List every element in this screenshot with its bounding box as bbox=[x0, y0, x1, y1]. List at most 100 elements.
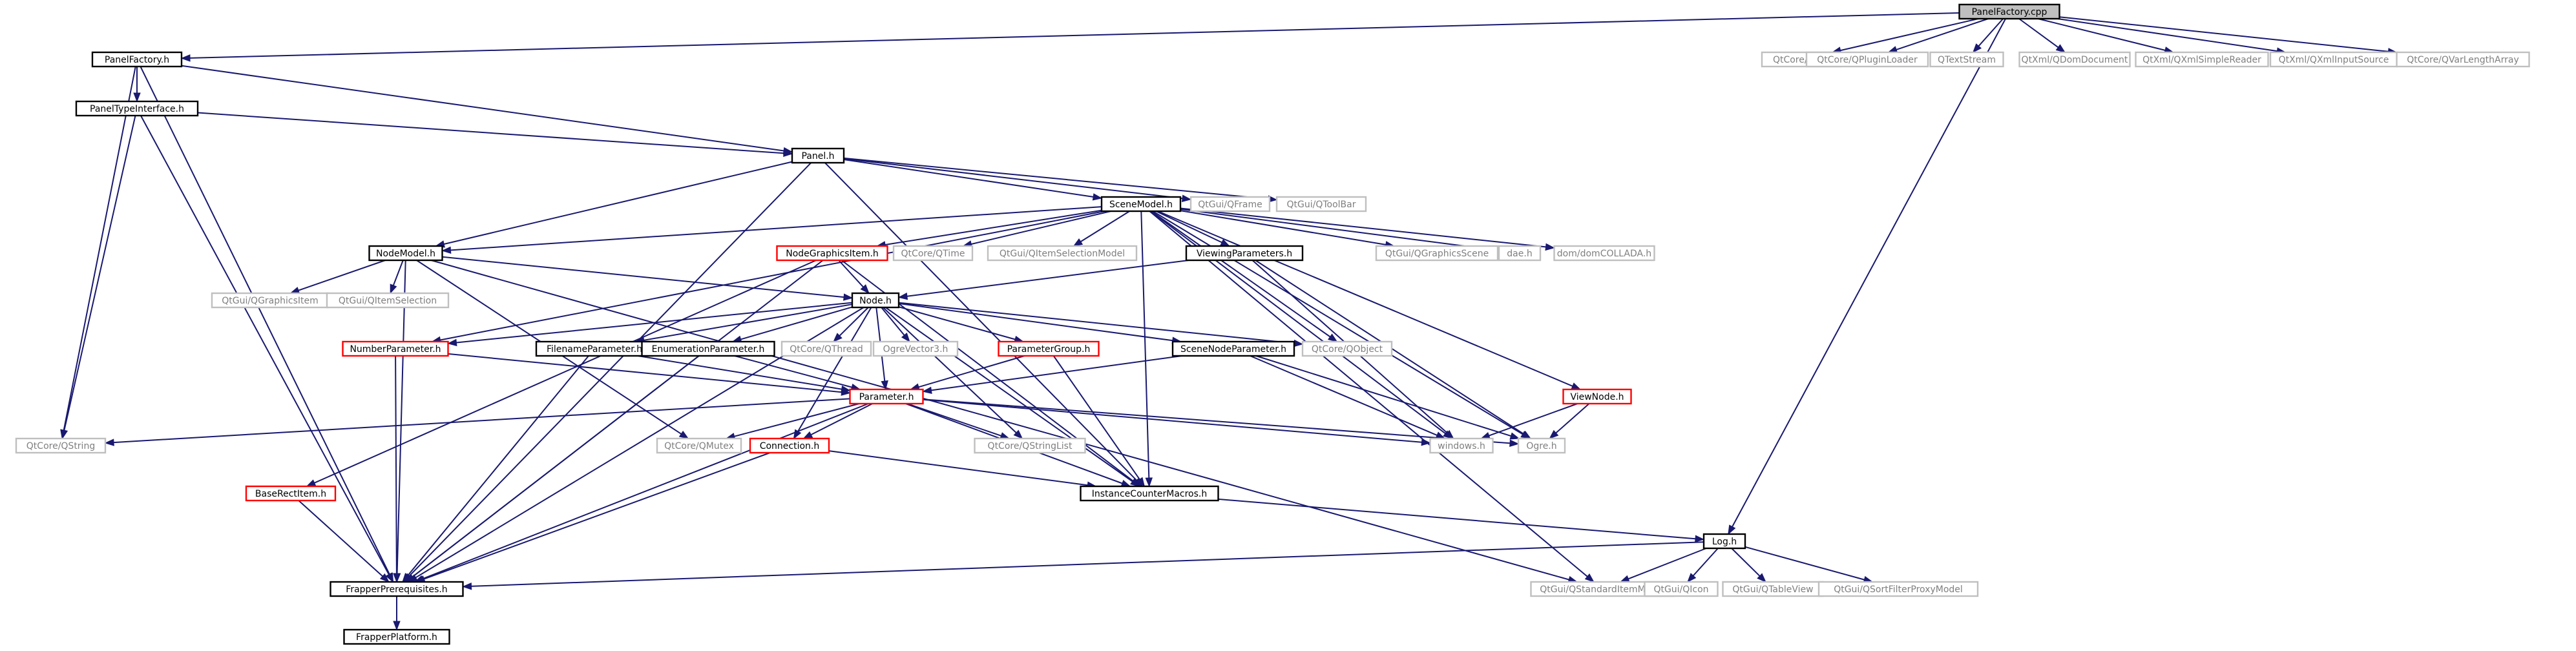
edge-line bbox=[843, 158, 1183, 200]
edge-arrowhead bbox=[1571, 382, 1582, 390]
node-numberparameter-h[interactable]: NumberParameter.h bbox=[342, 340, 449, 357]
edge-line bbox=[918, 355, 1025, 388]
edge-line bbox=[189, 12, 1960, 59]
node-scenenodeparameter-h[interactable]: SceneNodeParameter.h bbox=[1171, 340, 1295, 357]
node-filenameparameter-h[interactable]: FilenameParameter.h bbox=[535, 340, 654, 357]
node-nodegraphicsitem-h[interactable]: NodeGraphicsItem.h bbox=[776, 245, 888, 262]
node-label: Node.h bbox=[859, 296, 892, 306]
edge-arrowhead bbox=[393, 621, 401, 631]
node-ogrevector3-h: OgreVector3.h bbox=[872, 340, 959, 357]
edge-line bbox=[2018, 18, 2059, 48]
edge-line bbox=[644, 304, 853, 341]
node-paneltypeinterface-h[interactable]: PanelTypeInterface.h bbox=[75, 100, 199, 117]
node-label: QtGui/QStandardItemModel bbox=[1540, 584, 1664, 595]
edge-line bbox=[898, 302, 1295, 344]
node-dom-domcollada-h: dom/domCOLLADA.h bbox=[1553, 245, 1655, 262]
node-panelfactory-h[interactable]: PanelFactory.h bbox=[91, 51, 183, 68]
edge-parameter-h-to-frapperprerequisites-h bbox=[414, 403, 869, 583]
node-qtgui-qgraphicsitem: QtGui/QGraphicsItem bbox=[211, 292, 330, 309]
edge-connection-h-to-instancecountermacros-h bbox=[828, 450, 1097, 489]
node-box bbox=[368, 245, 443, 262]
node-parameter-h[interactable]: Parameter.h bbox=[849, 388, 924, 405]
edge-line bbox=[2057, 18, 2278, 52]
edge-panelfactory-cpp-to-log-h bbox=[1728, 18, 2006, 535]
node-nodemodel-h[interactable]: NodeModel.h bbox=[368, 245, 443, 262]
node-label: dom/domCOLLADA.h bbox=[1557, 249, 1651, 259]
node-qtcore-qtime: QtCore/QTime bbox=[892, 245, 974, 262]
edge-line bbox=[1052, 355, 1140, 480]
node-box bbox=[1275, 196, 1367, 212]
node-box bbox=[851, 292, 900, 309]
edge-line bbox=[881, 307, 905, 336]
edge-arrowhead bbox=[385, 572, 393, 583]
edge-arrowhead bbox=[390, 284, 397, 294]
node-parametergroup-h[interactable]: ParameterGroup.h bbox=[998, 340, 1100, 357]
edge-line bbox=[392, 260, 404, 286]
edge-arrowhead bbox=[1327, 333, 1338, 342]
edge-node-h-to-qtcore-qstringlist bbox=[883, 307, 1023, 439]
edge-line bbox=[63, 115, 136, 431]
edge-arrowhead bbox=[1687, 573, 1697, 583]
node-label: PanelFactory.cpp bbox=[1972, 7, 2047, 17]
edge-arrowhead bbox=[1549, 429, 1559, 439]
node-panel-h[interactable]: Panel.h bbox=[791, 147, 845, 164]
edge-viewingparameters-h-to-node-h bbox=[897, 260, 1189, 300]
edge-arrowhead bbox=[1972, 43, 1982, 54]
node-panelfactory-cpp[interactable]: PanelFactory.cpp bbox=[1958, 3, 2060, 20]
node-label: Connection.h bbox=[760, 441, 820, 451]
edge-arrowhead bbox=[441, 246, 452, 254]
node-qtgui-qtoolbar: QtGui/QToolBar bbox=[1275, 196, 1367, 212]
edge-arrowhead bbox=[2055, 44, 2066, 53]
edge-line bbox=[1151, 211, 1331, 338]
node-frapperplatform-h[interactable]: FrapperPlatform.h bbox=[343, 628, 450, 645]
node-label: dae.h bbox=[1507, 249, 1532, 259]
edge-line bbox=[885, 307, 1133, 482]
node-label: Ogre.h bbox=[1526, 441, 1556, 451]
edge-line bbox=[396, 260, 406, 574]
node-label: SceneModel.h bbox=[1109, 200, 1173, 210]
edge-log-h-to-frapperprerequisites-h bbox=[462, 541, 1704, 590]
node-box bbox=[1171, 340, 1295, 357]
edge-line bbox=[422, 403, 869, 580]
edge-nodemodel-h-to-qtgui-qitemselection bbox=[390, 260, 404, 294]
node-label: QtGui/QGraphicsItem bbox=[222, 296, 319, 306]
edge-arrowhead bbox=[104, 439, 114, 446]
node-viewnode-h[interactable]: ViewNode.h bbox=[1562, 388, 1632, 405]
edge-line bbox=[638, 355, 842, 390]
edge-scenemodel-h-to-windows-h bbox=[1149, 211, 1453, 439]
edge-viewnode-h-to-windows-h bbox=[1480, 403, 1578, 439]
edge-arrowhead bbox=[1145, 477, 1153, 488]
edge-line bbox=[1180, 208, 1491, 251]
node-label: QTextStream bbox=[1938, 55, 1996, 65]
node-baserectitem-h[interactable]: BaseRectItem.h bbox=[245, 485, 337, 502]
edge-arrowhead bbox=[1509, 432, 1520, 440]
node-connection-h[interactable]: Connection.h bbox=[749, 437, 830, 454]
node-scenemodel-h[interactable]: SceneModel.h bbox=[1100, 196, 1182, 212]
edge-panelfactory-cpp-to-qtxml-qdomdocument bbox=[2018, 18, 2066, 53]
edge-panel-h-to-scenemodel-h bbox=[843, 159, 1103, 201]
edge-enumerationparameter-h-to-frapperprerequisites-h bbox=[405, 355, 700, 583]
node-ogre-h: Ogre.h bbox=[1517, 437, 1566, 454]
edge-line bbox=[1155, 211, 1222, 243]
edge-line bbox=[906, 403, 1001, 437]
edge-line bbox=[430, 260, 1569, 581]
edge-arrowhead bbox=[462, 583, 472, 590]
edge-arrowhead bbox=[1130, 478, 1140, 487]
edge-scenemodel-h-to-instancecountermacros-h bbox=[1140, 211, 1153, 488]
node-node-h[interactable]: Node.h bbox=[851, 292, 900, 309]
node-qtcore-qstring: QtCore/QString bbox=[15, 437, 107, 454]
node-label: QtXml/QDomDocument bbox=[2022, 55, 2128, 65]
node-box bbox=[91, 51, 183, 68]
node-instancecountermacros-h[interactable]: InstanceCounterMacros.h bbox=[1080, 485, 1219, 502]
edge-line bbox=[1732, 18, 2006, 528]
node-label: Panel.h bbox=[801, 151, 834, 161]
node-viewingparameters-h[interactable]: ViewingParameters.h bbox=[1185, 245, 1304, 262]
edge-paneltypeinterface-h-to-panel-h bbox=[197, 112, 793, 157]
edge-enumerationparameter-h-to-parameter-h bbox=[734, 355, 861, 391]
edge-log-h-to-qtgui-qsortfilterproxymodel bbox=[1744, 546, 1874, 583]
node-log-h[interactable]: Log.h bbox=[1702, 533, 1746, 550]
node-frapperprerequisites-h[interactable]: FrapperPrerequisites.h bbox=[330, 581, 464, 597]
node-enumerationparameter-h[interactable]: EnumerationParameter.h bbox=[641, 340, 775, 357]
edge-scenemodel-h-to-qtgui-qitemselectionmodel bbox=[1073, 211, 1130, 247]
